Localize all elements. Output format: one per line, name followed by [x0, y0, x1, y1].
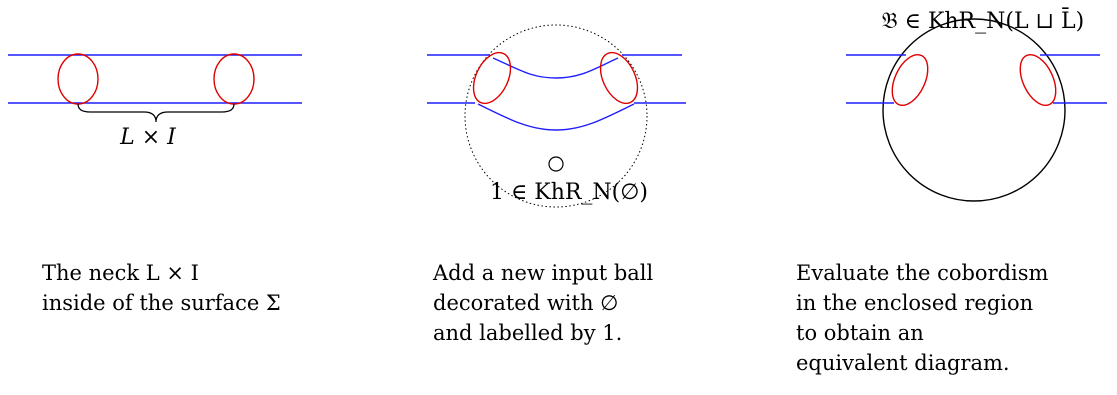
right-tilted-circle [599, 51, 639, 105]
panel-2-input-ball-diagram: 1 ∈ KhR_N(∅) [427, 24, 686, 208]
input-ball-label: 1 ∈ KhR_N(∅) [490, 180, 648, 205]
panel-1-neck-diagram: L × I [8, 53, 302, 150]
right-tilted-circle-3 [1019, 54, 1057, 106]
neck-left-circle [57, 53, 99, 105]
neck-brace [77, 103, 235, 123]
left-tilted-circle [472, 51, 512, 105]
caption-line: equivalent diagram. [796, 351, 1010, 375]
saddle-lower-curve [477, 103, 635, 131]
neck-label: L × I [119, 125, 177, 150]
saddle-upper-curve [492, 57, 619, 79]
panel-3-evaluated-diagram: 𝔅 ∈ KhR_N(L ⊔ L̄) [846, 7, 1107, 202]
caption-line: in the enclosed region [796, 291, 1034, 315]
caption-line: Evaluate the cobordism [796, 261, 1049, 285]
neck-right-circle [213, 53, 255, 105]
caption-panel-2: Add a new input ball decorated with ∅ an… [433, 258, 653, 348]
evaluated-diagram-label: 𝔅 ∈ KhR_N(L ⊔ L̄) [882, 7, 1084, 34]
caption-line: decorated with ∅ [433, 291, 619, 315]
caption-panel-1: The neck L × I inside of the surface Σ [42, 258, 281, 318]
caption-panel-3: Evaluate the cobordism in the enclosed r… [796, 258, 1048, 378]
dotted-ball-outline [464, 24, 648, 208]
caption-line: to obtain an [796, 321, 924, 345]
caption-line: and labelled by 1. [433, 321, 623, 345]
left-tilted-circle-3 [891, 54, 929, 106]
enclosed-region-outline [882, 18, 1066, 202]
caption-line: inside of the surface Σ [42, 291, 281, 315]
caption-line: Add a new input ball [433, 261, 654, 285]
caption-line: The neck L × I [42, 261, 199, 285]
input-ball-marker [548, 156, 564, 172]
